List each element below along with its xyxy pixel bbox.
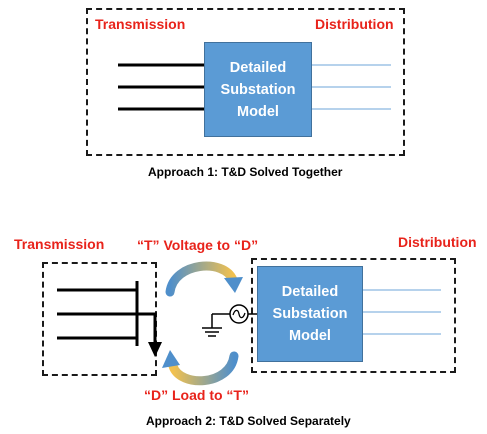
voltage-curved-arrow [165,261,238,297]
substation-line: Model [237,103,279,120]
load-arrowhead [162,350,180,368]
approach1-boundary [86,8,405,156]
voltage-source-icon [229,304,258,324]
approach2-substation-model: Detailed Substation Model [257,266,363,362]
load-curved-arrow [168,351,239,386]
approach1-caption: Approach 1: T&D Solved Together [148,165,343,179]
approach2-caption: Approach 2: T&D Solved Separately [146,414,351,428]
approach1-distribution-label: Distribution [315,16,394,32]
load-connection-line [138,312,157,343]
substation-line: Substation [220,81,296,98]
substation-line: Detailed [281,284,339,300]
approach2-transmission-label: Transmission [14,236,105,252]
approach2-transmission-lines [57,281,139,346]
load-to-t-label: “D” Load to “T” [144,387,249,403]
approach1-transmission-label: Transmission [95,16,186,32]
approach2-distribution-label: Distribution [398,234,477,250]
approach1-substation-model: Detailed Substation Model [204,42,312,137]
substation-line: Substation [272,306,348,322]
approach1-transmission-lines [118,63,205,111]
substation-line: Detailed [229,59,287,76]
ground-symbol [202,313,230,337]
approach1-distribution-feeders [312,64,391,110]
approach2-distribution-feeders [362,289,441,335]
approach2-distribution-boundary [251,258,456,373]
substation-line: Model [289,328,331,344]
voltage-arrowhead [224,277,243,293]
load-connection-arrow [138,312,157,343]
down-arrowhead [148,342,162,357]
voltage-to-d-label: “T” Voltage to “D” [137,237,259,253]
